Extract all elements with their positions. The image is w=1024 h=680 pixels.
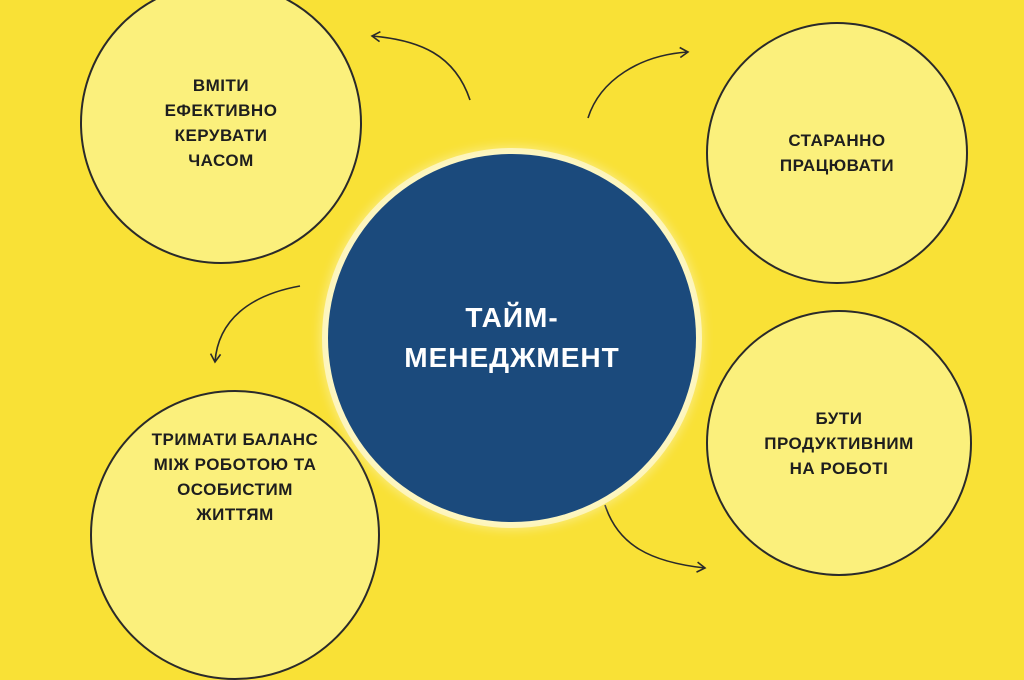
arrow-top-right: [587, 46, 690, 119]
arrow-top-left: [370, 30, 471, 101]
cycle-arrows: [209, 30, 707, 573]
node-bottom-left: ТРИМАТИ БАЛАНС МІЖ РОБОТОЮ ТА ОСОБИСТИМ …: [90, 390, 380, 680]
center-node-label: ТАЙМ- МЕНЕДЖМЕНТ: [404, 302, 620, 373]
node-bottom-right-label: БУТИ ПРОДУКТИВНИМ НА РОБОТІ: [764, 408, 914, 478]
arrow-bottom-right: [604, 504, 707, 573]
node-top-left-label: ВМІТИ ЕФЕКТИВНО КЕРУВАТИ ЧАСОМ: [164, 76, 278, 170]
node-top-right-label: СТАРАННО ПРАЦЮВАТИ: [779, 131, 895, 175]
node-top-right: СТАРАННО ПРАЦЮВАТИ: [706, 22, 968, 284]
node-bottom-left-label: ТРИМАТИ БАЛАНС МІЖ РОБОТОЮ ТА ОСОБИСТИМ …: [151, 430, 319, 524]
center-node: ТАЙМ- МЕНЕДЖМЕНТ: [328, 154, 696, 522]
node-bottom-right: БУТИ ПРОДУКТИВНИМ НА РОБОТІ: [706, 310, 972, 576]
arrow-left: [209, 285, 301, 364]
node-top-left: ВМІТИ ЕФЕКТИВНО КЕРУВАТИ ЧАСОМ: [80, 0, 362, 264]
